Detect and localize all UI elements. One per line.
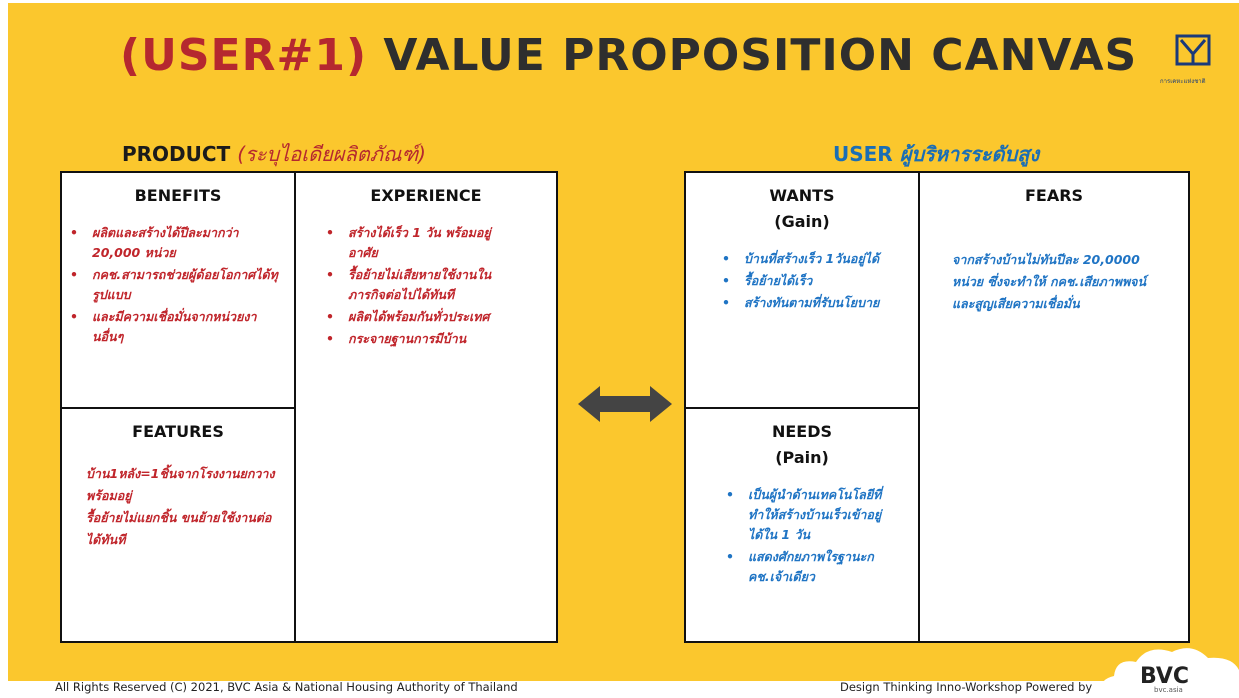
- benefits-title: BENEFITS: [134, 186, 222, 205]
- needs-box: NEEDS (Pain) เป็นผู้นำด้านเทคโนโลยีที่ทำ…: [684, 407, 920, 643]
- bvc-url: bvc.asia: [1154, 686, 1183, 694]
- list-item: รื้อย้ายไม่เสียหายใช้งานในภารกิจต่อไปได้…: [326, 265, 516, 305]
- footer-copyright: All Rights Reserved (C) 2021, BVC Asia &…: [55, 680, 518, 694]
- list-item: สร้างได้เร็ว 1 วัน พร้อมอยู่อาศัย: [326, 223, 516, 263]
- wants-title: WANTS: [769, 186, 835, 205]
- fears-text: จากสร้างบ้านไม่ทันปีละ 20,0000 หน่วย ซึ่…: [920, 249, 1188, 315]
- fears-line: และสูญเสียความเชื่อมั่น: [952, 296, 1080, 311]
- list-item: รื้อย้ายได้เร็ว: [722, 271, 894, 291]
- benefits-list: ผลิตและสร้างได้ปีละมากว่า 20,000 หน่วย ก…: [62, 223, 294, 347]
- footer-powered-by: Design Thinking Inno-Workshop Powered by: [840, 680, 1093, 694]
- features-text: บ้าน1หลัง=1ชิ้นจากโรงงานยกวางพร้อมอยู่ ร…: [62, 463, 294, 551]
- wants-box: WANTS (Gain) บ้านที่สร้างเร็ว 1วันอยู่ได…: [684, 171, 920, 409]
- needs-subtitle: (Pain): [775, 448, 829, 467]
- product-label: PRODUCT: [122, 142, 231, 166]
- list-item: และมีความเชื่อมั่นจากหน่วยงานอื่นๆ: [70, 307, 282, 347]
- fears-line: จากสร้างบ้านไม่ทันปีละ 20,0000 หน่วย ซึ่…: [952, 252, 1147, 289]
- list-item: ผลิตและสร้างได้ปีละมากว่า 20,000 หน่วย: [70, 223, 282, 263]
- needs-title: NEEDS: [771, 422, 833, 441]
- list-item: ผลิตได้พร้อมกันทั่วประเทศ: [326, 307, 516, 327]
- list-item: แสดงศักยภาพใรฐานะกคช.เจ้าเดียว: [726, 547, 892, 587]
- title-prefix: (USER#1): [120, 30, 368, 81]
- title-text: VALUE PROPOSITION CANVAS: [383, 30, 1138, 81]
- fears-title: FEARS: [1024, 186, 1084, 205]
- experience-title: EXPERIENCE: [370, 186, 482, 205]
- features-line: รื้อย้ายไม่แยกชิ้น ขนย้ายใช้งานต่อได้ทัน…: [86, 510, 272, 547]
- list-item: กระจายฐานการมีบ้าน: [326, 329, 516, 349]
- logo-caption: การเคหะแห่งชาติ: [1160, 78, 1206, 85]
- features-box: FEATURES บ้าน1หลัง=1ชิ้นจากโรงงานยกวางพร…: [60, 407, 296, 643]
- wants-list: บ้านที่สร้างเร็ว 1วันอยู่ได้ รื้อย้ายได้…: [686, 249, 918, 313]
- product-header: PRODUCT (ระบุไอเดียผลิตภัณฑ์): [122, 138, 426, 170]
- product-thai-label: (ระบุไอเดียผลิตภัณฑ์): [237, 142, 426, 166]
- experience-list: สร้างได้เร็ว 1 วัน พร้อมอยู่อาศัย รื้อย้…: [296, 223, 556, 349]
- cloud-decoration: [1100, 648, 1239, 698]
- features-line: บ้าน1หลัง=1ชิ้นจากโรงงานยกวางพร้อมอยู่: [86, 466, 275, 503]
- bvc-logo: BVC: [1140, 664, 1190, 689]
- nha-logo-icon: [1175, 34, 1211, 66]
- user-header: USER ผู้บริหารระดับสูง: [833, 138, 1039, 170]
- benefits-box: BENEFITS ผลิตและสร้างได้ปีละมากว่า 20,00…: [60, 171, 296, 409]
- double-arrow-icon: [578, 386, 672, 422]
- list-item: สร้างทันตามที่รับนโยบาย: [722, 293, 894, 313]
- list-item: กคช.สามารถช่วยผู้ด้อยโอกาศได้ทุรูปแบบ: [70, 265, 282, 305]
- needs-list: เป็นผู้นำด้านเทคโนโลยีที่ทำให้สร้างบ้านเ…: [686, 485, 918, 587]
- list-item: เป็นผู้นำด้านเทคโนโลยีที่ทำให้สร้างบ้านเ…: [726, 485, 892, 545]
- experience-box: EXPERIENCE สร้างได้เร็ว 1 วัน พร้อมอยู่อ…: [294, 171, 558, 643]
- slide-title: (USER#1) VALUE PROPOSITION CANVAS: [120, 30, 1136, 81]
- list-item: บ้านที่สร้างเร็ว 1วันอยู่ได้: [722, 249, 894, 269]
- user-label: USER: [833, 142, 893, 166]
- features-title: FEATURES: [132, 422, 224, 441]
- fears-box: FEARS จากสร้างบ้านไม่ทันปีละ 20,0000 หน่…: [918, 171, 1190, 643]
- wants-subtitle: (Gain): [774, 212, 830, 231]
- user-thai-label: ผู้บริหารระดับสูง: [899, 142, 1040, 166]
